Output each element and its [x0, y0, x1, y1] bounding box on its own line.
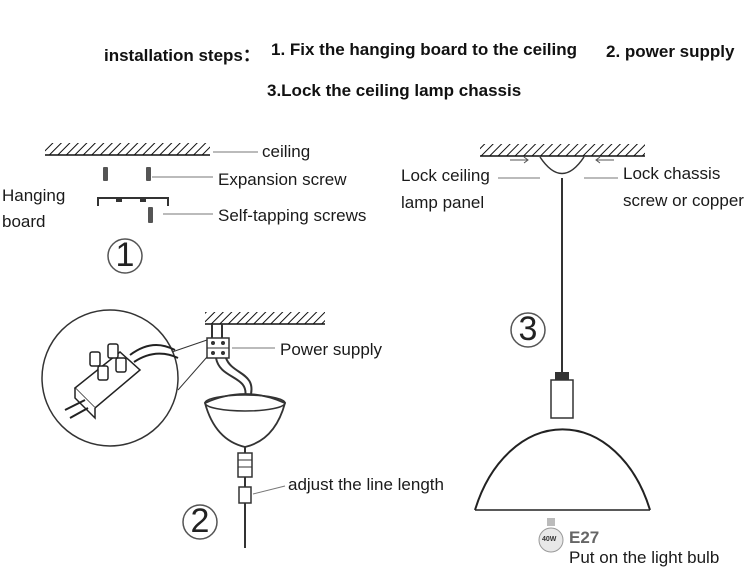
bulb-caption: Put on the light bulb — [569, 548, 720, 567]
light-bulb-icon — [538, 518, 564, 553]
canopy-icon — [203, 393, 287, 448]
lock-panel-label-1: Lock ceiling — [401, 166, 490, 185]
connector-block-icon — [73, 343, 142, 420]
lock-chassis-label-2: screw or copper — [623, 191, 744, 210]
hanging-board-label-1: Hanging — [2, 186, 66, 205]
expansion-screw-icon — [103, 167, 151, 181]
step-1-illustration — [45, 143, 258, 274]
lock-panel-label-2: lamp panel — [401, 193, 485, 212]
lock-chassis-label-1: Lock chassis — [623, 164, 721, 183]
self-tapping-screw-icon — [148, 207, 153, 223]
bulb-wattage: 40W — [542, 536, 557, 543]
step-3-illustration — [474, 144, 651, 511]
lamp-socket-icon — [550, 379, 574, 419]
ceiling-hatch-3 — [480, 144, 645, 156]
step-3-circle — [510, 312, 546, 348]
instructions-title: installation steps： — [104, 46, 260, 65]
hanging-board-icon — [97, 197, 169, 206]
ceiling-label: ceiling — [262, 142, 311, 161]
step-3-number: 3 — [518, 310, 538, 348]
step-2-heading: 2. power supply — [606, 42, 735, 61]
expansion-screw-label: Expansion screw — [218, 170, 347, 189]
step-1-heading: 1. Fix the hanging board to the ceiling — [271, 40, 578, 59]
step-2-illustration — [41, 309, 325, 548]
lampshade-dome — [474, 428, 651, 511]
self-tapping-screws-label: Self-tapping screws — [218, 206, 367, 225]
cord-grip-icon — [237, 452, 253, 478]
bulb-base-label: E27 — [569, 528, 600, 547]
hanging-board-label-2: board — [2, 212, 46, 231]
power-supply-label: Power supply — [280, 340, 383, 359]
step-2-number: 2 — [190, 502, 210, 540]
ceiling-canopy-icon — [539, 156, 585, 175]
step-1-number: 1 — [115, 236, 135, 274]
ceiling-hatch-1 — [45, 143, 210, 155]
adjust-line-label: adjust the line length — [288, 475, 444, 494]
ceiling-hatch-2 — [205, 312, 325, 324]
step-3-heading: 3.Lock the ceiling lamp chassis — [267, 81, 522, 100]
step-2-circle — [182, 504, 218, 540]
step-1-circle — [107, 238, 143, 274]
